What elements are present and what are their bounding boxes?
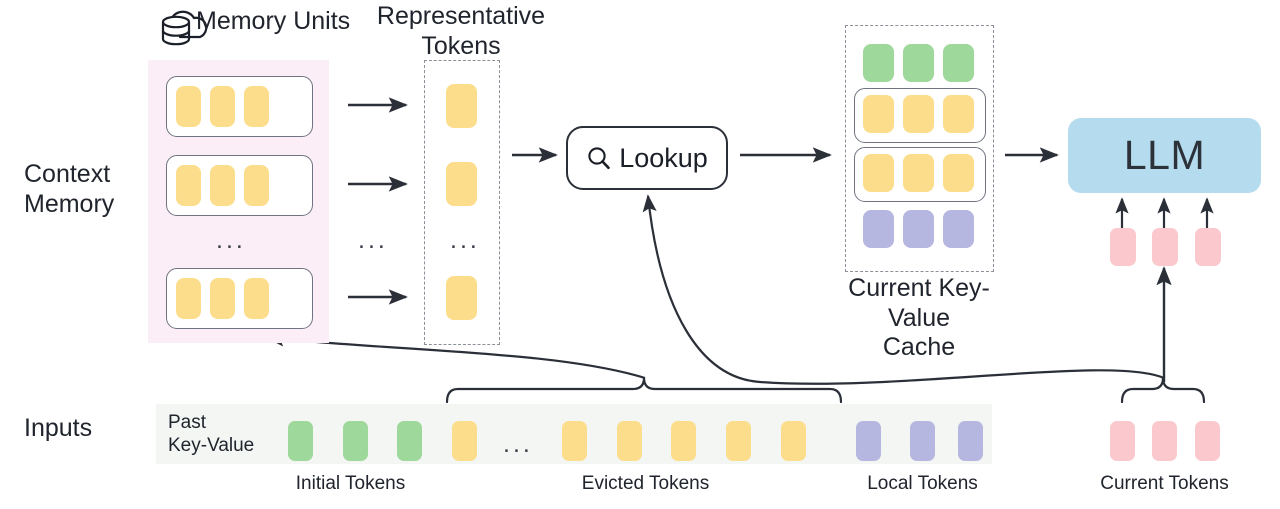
- representative-token: [446, 162, 477, 206]
- memory-units-ellipsis: ...: [216, 226, 246, 254]
- memory-unit-3-tokens: [176, 278, 269, 319]
- input-token-evicted: [671, 421, 696, 461]
- input-token-evicted: [726, 421, 751, 461]
- memory-unit-2-tokens: [176, 165, 269, 206]
- memory-token: [244, 86, 269, 127]
- kv-token: [863, 95, 894, 133]
- kv-row-retrieved-2: [863, 154, 974, 192]
- input-token-initial: [397, 421, 422, 461]
- memory-token: [210, 278, 235, 319]
- input-token-initial: [288, 421, 313, 461]
- evicted-tokens-caption: Evicted Tokens: [581, 473, 710, 494]
- representative-tokens-box: [424, 60, 500, 345]
- current-token: [1152, 421, 1177, 461]
- representative-tokens-label: Representative Tokens: [376, 2, 546, 60]
- input-ellipsis: ...: [503, 430, 533, 458]
- input-token-local: [856, 421, 881, 461]
- memory-token: [210, 165, 235, 206]
- representative-token: [446, 276, 477, 320]
- kv-token: [943, 154, 974, 192]
- kv-row-local: [863, 210, 974, 248]
- memory-unit-1[interactable]: [166, 76, 313, 137]
- memory-unit-2[interactable]: [166, 155, 313, 216]
- kv-token: [863, 44, 894, 82]
- llm-input-token: [1152, 228, 1178, 266]
- llm-label: LLM: [1123, 132, 1206, 178]
- llm-input-token: [1195, 228, 1221, 266]
- input-token-evicted: [617, 421, 642, 461]
- memory-token: [176, 278, 201, 319]
- memory-unit-3[interactable]: [166, 268, 313, 329]
- input-token-local: [910, 421, 935, 461]
- representative-token: [446, 84, 477, 128]
- current-kv-cache-box: [845, 25, 994, 272]
- kv-token: [903, 95, 934, 133]
- kv-token: [903, 154, 934, 192]
- magnifier-icon: [588, 147, 611, 170]
- input-token-initial: [343, 421, 368, 461]
- lookup-label: Lookup: [619, 142, 708, 173]
- arrows-ellipsis: ...: [358, 226, 388, 254]
- context-memory-label: Context Memory: [24, 160, 115, 218]
- brace-evicted-tokens: [445, 377, 843, 404]
- memory-token: [210, 86, 235, 127]
- kv-token: [903, 44, 934, 82]
- input-token-evicted: [452, 421, 477, 461]
- kv-token: [943, 210, 974, 248]
- current-token: [1110, 421, 1135, 461]
- inputs-label: Inputs: [24, 414, 93, 442]
- memory-token: [176, 86, 201, 127]
- initial-tokens-caption: Initial Tokens: [295, 473, 406, 494]
- lookup-button[interactable]: Lookup: [566, 126, 728, 190]
- input-token-local: [958, 421, 983, 461]
- memory-unit-1-tokens: [176, 86, 269, 127]
- kv-token: [863, 210, 894, 248]
- input-token-evicted: [781, 421, 806, 461]
- local-tokens-caption: Local Tokens: [867, 473, 978, 494]
- kv-token: [903, 210, 934, 248]
- kv-row-retrieved-1: [863, 95, 974, 133]
- memory-token: [244, 278, 269, 319]
- input-token-evicted: [562, 421, 587, 461]
- llm-input-token: [1110, 228, 1136, 266]
- memory-units-label: Memory Units: [196, 7, 351, 35]
- kv-token: [863, 154, 894, 192]
- current-token: [1195, 421, 1220, 461]
- kv-token: [943, 95, 974, 133]
- current-kv-cache-label: Current Key-Value Cache: [848, 274, 990, 361]
- current-tokens-caption: Current Tokens: [1100, 473, 1229, 494]
- kv-token: [943, 44, 974, 82]
- memory-token: [244, 165, 269, 206]
- llm-box[interactable]: LLM: [1068, 118, 1261, 193]
- brace-current-tokens: [1120, 377, 1206, 404]
- representative-tokens-ellipsis: ...: [450, 226, 480, 254]
- kv-row-initial: [863, 44, 974, 82]
- past-key-value-label: Past Key-Value: [168, 412, 255, 456]
- memory-token: [176, 165, 201, 206]
